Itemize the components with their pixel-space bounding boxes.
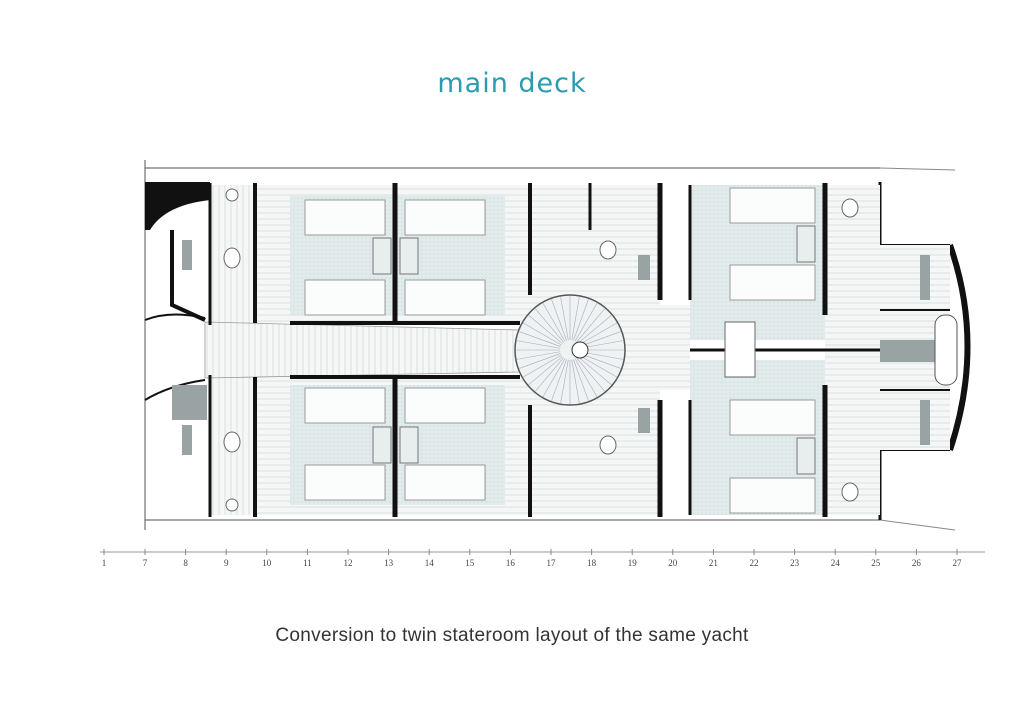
frame-label: 24 (831, 558, 841, 568)
frame-label: 14 (425, 558, 435, 568)
caption: Conversion to twin stateroom layout of t… (275, 625, 749, 646)
beds (304, 187, 816, 514)
table (724, 321, 756, 378)
deck-title: main deck (437, 68, 587, 99)
frame-label: 26 (912, 558, 922, 568)
toilets (223, 188, 859, 512)
aft-corridor (620, 305, 690, 390)
frame-label: 25 (871, 558, 881, 568)
frame-label: 10 (262, 558, 272, 568)
frame-label: 20 (668, 558, 678, 568)
frame-label: 21 (709, 558, 718, 568)
frame-label: 8 (183, 558, 188, 568)
frame-label: 15 (465, 558, 475, 568)
frame-label: 17 (547, 558, 557, 568)
frame-label: 16 (506, 558, 516, 568)
frame-label: 23 (790, 558, 800, 568)
central-corridor (204, 321, 521, 379)
frame-label: 12 (344, 558, 353, 568)
frame-label: 19 (628, 558, 638, 568)
nightstands (372, 225, 816, 475)
frame-label: 11 (303, 558, 312, 568)
walls (144, 183, 950, 517)
bathtub (934, 314, 958, 386)
frame-label: 9 (224, 558, 229, 568)
showers (172, 240, 950, 455)
frame-label: 7 (143, 558, 148, 568)
frame-label: 13 (384, 558, 394, 568)
frame-label: 27 (953, 558, 963, 568)
frame-label: 18 (587, 558, 597, 568)
forward-stair-wall (145, 182, 210, 230)
frame-label: 1 (102, 558, 107, 568)
spiral-staircase (514, 294, 626, 406)
frame-label: 22 (750, 558, 759, 568)
